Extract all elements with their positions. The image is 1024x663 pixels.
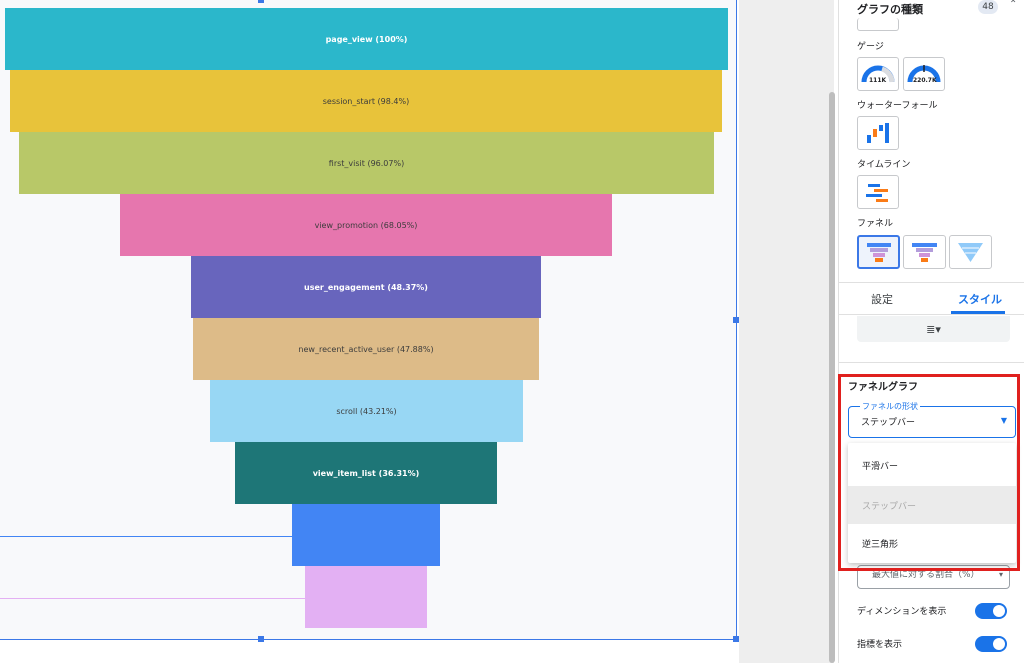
funnel-step-label: user_engagement (48.37%) — [304, 282, 428, 292]
funnel-shape-select[interactable]: ステップバー ▼ — [848, 406, 1016, 438]
tab-setup[interactable]: 設定 — [871, 293, 893, 306]
tab-style[interactable]: スタイル — [958, 293, 1002, 306]
resize-handle-right[interactable] — [733, 317, 739, 323]
timeline-icon — [866, 184, 888, 202]
guide-line-violet — [0, 598, 305, 599]
panel-scrollbar[interactable] — [829, 92, 835, 663]
funnel-step-bar[interactable]: first_visit (96.07%) — [19, 132, 714, 194]
funnel-step-bar[interactable]: view_promotion (68.05%) — [120, 194, 612, 256]
menu-item-step-bar[interactable]: ステップバー — [848, 486, 1016, 524]
gauge-value-1: 111K — [869, 77, 887, 84]
resize-handle-bottom-right[interactable] — [733, 636, 739, 642]
funnel-shape-label: ファネルの形状 — [860, 401, 920, 412]
funnel-icon — [912, 243, 937, 262]
tab-style-indicator — [951, 311, 1005, 314]
text-align-control[interactable]: ≣▾ — [857, 316, 1010, 342]
waterfall-chart-thumb[interactable] — [857, 116, 899, 150]
gauge-chart-thumb-2[interactable]: 220.7K — [903, 57, 945, 91]
funnel-shape-value: ステップバー — [861, 418, 916, 428]
chart-thumb-partial[interactable] — [857, 18, 899, 31]
show-metric-label: 指標を表示 — [857, 640, 903, 650]
gauge-chart-thumb[interactable]: 111K — [857, 57, 899, 91]
canvas-gutter — [739, 0, 834, 663]
align-left-icon: ≣▾ — [926, 322, 941, 336]
obscured-select-text: 最大値に対する割合（%） — [872, 570, 980, 580]
chevron-down-icon: ▾ — [998, 570, 1003, 579]
show-dimension-label: ディメンションを表示 — [857, 607, 947, 617]
inverted-triangle-icon — [958, 243, 983, 262]
section-divider — [838, 362, 1024, 363]
funnel-step-bar[interactable]: scroll (43.21%) — [210, 380, 523, 442]
obscured-select[interactable]: 最大値に対する割合（%） ▾ — [857, 565, 1010, 589]
section-waterfall-label: ウォーターフォール — [857, 101, 938, 111]
dropdown-arrow-icon: ▼ — [1000, 416, 1007, 425]
funnel-step-chart-thumb[interactable] — [857, 235, 900, 269]
funnel-step-bar[interactable]: view_item_list (36.31%) — [235, 442, 497, 504]
funnel-chart-heading: ファネルグラフ — [848, 382, 918, 393]
funnel-step-bar[interactable]: session_start (98.4%) — [10, 70, 722, 132]
funnel-step-bar[interactable] — [305, 566, 427, 628]
gauge-icon — [907, 65, 941, 83]
funnel-step-bar[interactable]: page_view (100%) — [5, 8, 728, 70]
tabs-divider-top — [838, 282, 1024, 283]
section-funnel-label: ファネル — [857, 219, 894, 229]
funnel-shape-menu: 平滑バー ステップバー 逆三角形 — [848, 443, 1016, 563]
funnel-step-bar[interactable]: user_engagement (48.37%) — [191, 256, 541, 318]
funnel-step-label: first_visit (96.07%) — [328, 158, 405, 168]
resize-handle-top[interactable] — [258, 0, 264, 3]
section-gauge-label: ゲージ — [857, 42, 884, 52]
chart-types-count-badge: 48 — [978, 0, 998, 14]
funnel-step-bar[interactable] — [292, 504, 440, 566]
section-timeline-label: タイムライン — [857, 160, 911, 170]
report-canvas[interactable]: page_view (100%) session_start (98.4%) fir… — [0, 0, 739, 642]
chart-types-title: グラフの種類 — [857, 3, 923, 16]
funnel-icon — [867, 243, 891, 262]
funnel-step-label: view_item_list (36.31%) — [312, 468, 420, 478]
funnel-triangle-chart-thumb[interactable] — [949, 235, 992, 269]
show-metric-toggle[interactable] — [975, 636, 1007, 652]
funnel-step-label: page_view (100%) — [325, 34, 408, 44]
funnel-step-label: view_promotion (68.05%) — [314, 220, 418, 230]
gauge-icon — [861, 65, 895, 83]
waterfall-icon — [867, 123, 889, 143]
show-dimension-toggle[interactable] — [975, 603, 1007, 619]
gauge-value-2: 220.7K — [913, 77, 937, 84]
guide-line-blue — [0, 536, 292, 537]
resize-handle-bottom[interactable] — [258, 636, 264, 642]
funnel-bar-chart-thumb[interactable] — [903, 235, 946, 269]
menu-item-smooth-bar[interactable]: 平滑バー — [862, 461, 899, 472]
funnel-step-bar[interactable]: new_recent_active_user (47.88%) — [193, 318, 539, 380]
highlight-box — [838, 374, 1020, 571]
tabs-divider-bottom — [838, 314, 1024, 315]
funnel-step-label: new_recent_active_user (47.88%) — [298, 344, 434, 354]
funnel-step-label: session_start (98.4%) — [322, 96, 410, 106]
collapse-icon[interactable]: ⌃ — [1009, 0, 1018, 10]
timeline-chart-thumb[interactable] — [857, 175, 899, 209]
funnel-step-label: scroll (43.21%) — [336, 406, 397, 416]
menu-item-inverted-triangle[interactable]: 逆三角形 — [862, 539, 899, 550]
